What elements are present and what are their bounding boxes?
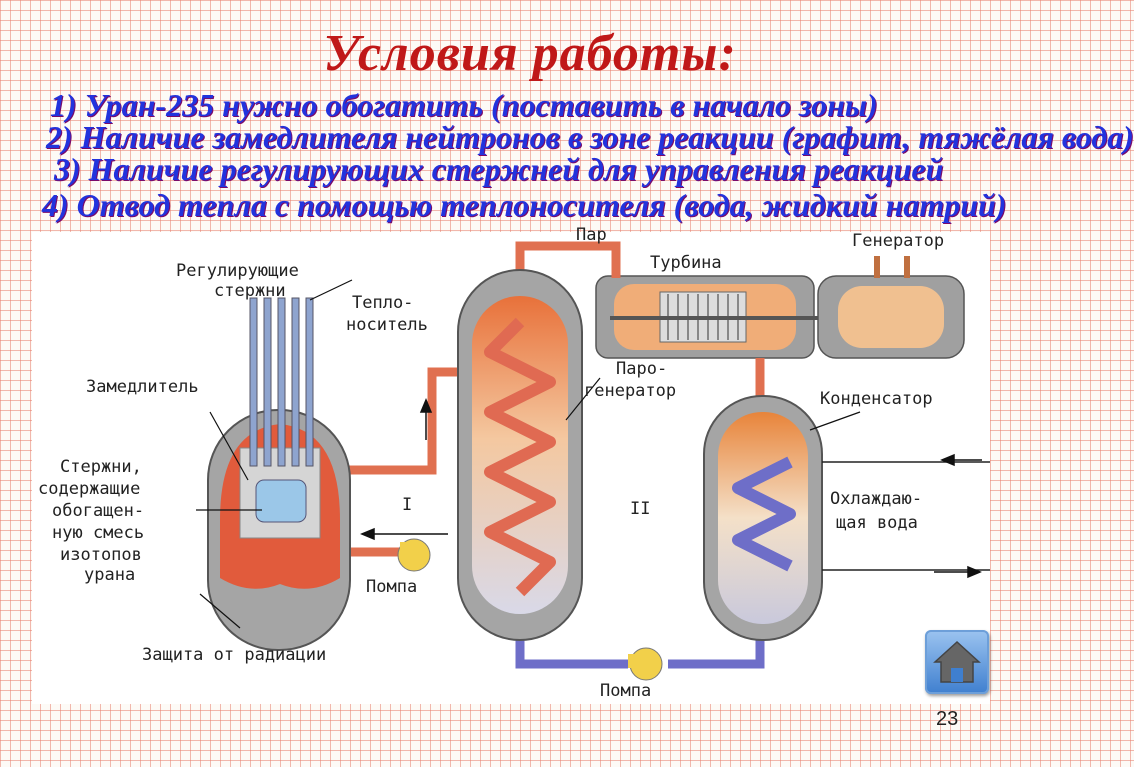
label-steam-generator-1: Паро- xyxy=(616,359,667,379)
home-icon xyxy=(933,640,981,683)
arrow-in-icon xyxy=(940,453,955,467)
overlapping-captions: 1) Уран-235 нужно обогатить (поставить в… xyxy=(0,78,1134,258)
condenser xyxy=(703,395,990,641)
label-pump-2: Помпа xyxy=(600,681,651,701)
label-fuel-rods-3: обогащен- xyxy=(52,501,144,521)
caption-3: 3) Наличие регулирующих стержней для упр… xyxy=(54,151,944,187)
label-turbine: Турбина xyxy=(650,253,722,273)
arrow-left-icon xyxy=(360,527,375,541)
label-cooling-water-2: щая вода xyxy=(836,513,918,533)
label-circuit-1: I xyxy=(402,495,412,515)
control-rods xyxy=(249,297,314,467)
label-fuel-rods-2: содержащие xyxy=(38,479,140,499)
label-coolant-1: Тепло- xyxy=(352,293,413,313)
hot-coolant-pipe xyxy=(348,367,470,475)
feed-pipe-right xyxy=(668,640,765,669)
caption-4: 4) Отвод тепла с помощью теплоносителя (… xyxy=(42,187,1007,223)
label-condenser: Конденсатор xyxy=(820,389,933,409)
label-fuel-rods-1: Стержни, xyxy=(60,457,142,477)
label-steam-generator-2: генератор xyxy=(584,381,676,401)
steam-generator xyxy=(457,269,583,641)
label-radiation-shield: Защита от радиации xyxy=(142,645,326,665)
home-button[interactable] xyxy=(925,630,989,694)
arrow-up-icon xyxy=(419,398,433,413)
slide-title: Условия работы: xyxy=(323,25,737,82)
label-coolant-2: носитель xyxy=(346,315,428,335)
pump-1-icon xyxy=(397,538,431,572)
pump-2-icon xyxy=(628,647,663,681)
arrow-out-icon xyxy=(967,565,982,579)
label-fuel-rods-6: урана xyxy=(84,565,135,585)
label-circuit-2: II xyxy=(630,499,650,519)
label-fuel-rods-4: ную смесь xyxy=(52,523,144,543)
feed-pipe-left xyxy=(515,640,628,669)
label-steam: Пар xyxy=(576,225,607,245)
label-control-rods-1: Регулирующие xyxy=(176,261,299,281)
page-number: 23 xyxy=(936,708,959,730)
caption-1: 1) Уран-235 нужно обогатить (поставить в… xyxy=(50,87,878,123)
nuclear-power-plant-diagram: Регулирующие стержни Тепло- носитель Зам… xyxy=(38,225,990,701)
label-cooling-water-1: Охлаждаю- xyxy=(830,489,922,509)
generator xyxy=(817,256,965,359)
label-moderator: Замедлитель xyxy=(86,377,199,397)
label-fuel-rods-5: изотопов xyxy=(60,545,142,565)
turbine xyxy=(595,275,870,359)
steam-pipe xyxy=(515,241,621,278)
caption-2: 2) Наличие замедлителя нейтронов в зоне … xyxy=(46,119,1134,155)
label-generator: Генератор xyxy=(852,231,944,251)
label-control-rods-2: стержни xyxy=(214,281,286,301)
label-pump-1: Помпа xyxy=(366,577,417,597)
